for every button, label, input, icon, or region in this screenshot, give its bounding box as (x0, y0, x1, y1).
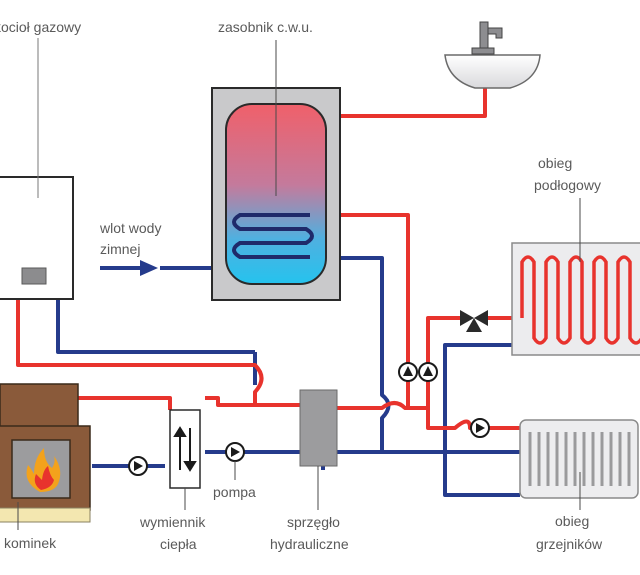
radiator (519, 419, 639, 510)
label-radiator-1: obieg (555, 513, 589, 529)
pump-icon (398, 362, 418, 382)
label-inlet-2: zimnej (100, 241, 140, 257)
label-inlet-1: wlot wody (99, 220, 161, 236)
heat-exchanger (169, 409, 201, 510)
label-boiler: kocioł gazowy (0, 19, 81, 35)
label-exchanger-2: ciepła (160, 536, 197, 552)
label-fireplace: kominek (4, 535, 57, 551)
gas-boiler (0, 38, 74, 300)
pump-icon (128, 456, 148, 476)
label-radiator-2: grzejników (536, 536, 603, 552)
exchange-arrows-icon (173, 426, 197, 472)
label-coupler-1: sprzęgło (287, 514, 340, 530)
three-way-valve-icon (460, 310, 488, 332)
faucet-icon (444, 21, 541, 89)
boiler-display (21, 267, 47, 285)
floor-heating-loop (511, 198, 640, 356)
flame-icon (26, 448, 61, 492)
pump-icon (470, 418, 490, 438)
pump-icon (225, 442, 245, 480)
label-exchanger-1: wymiennik (139, 514, 206, 530)
label-tank: zasobnik c.w.u. (218, 19, 313, 35)
label-pump: pompa (213, 484, 256, 500)
hot-water-tank (211, 40, 341, 301)
label-floor-1: obieg (538, 155, 572, 171)
tank-coil (232, 213, 314, 259)
inlet-arrow-icon (100, 260, 158, 276)
fireplace (0, 383, 91, 530)
label-coupler-2: hydrauliczne (270, 536, 349, 552)
hydraulic-coupler (299, 389, 338, 510)
pump-icon (418, 362, 438, 382)
label-floor-2: podłogowy (534, 177, 601, 193)
